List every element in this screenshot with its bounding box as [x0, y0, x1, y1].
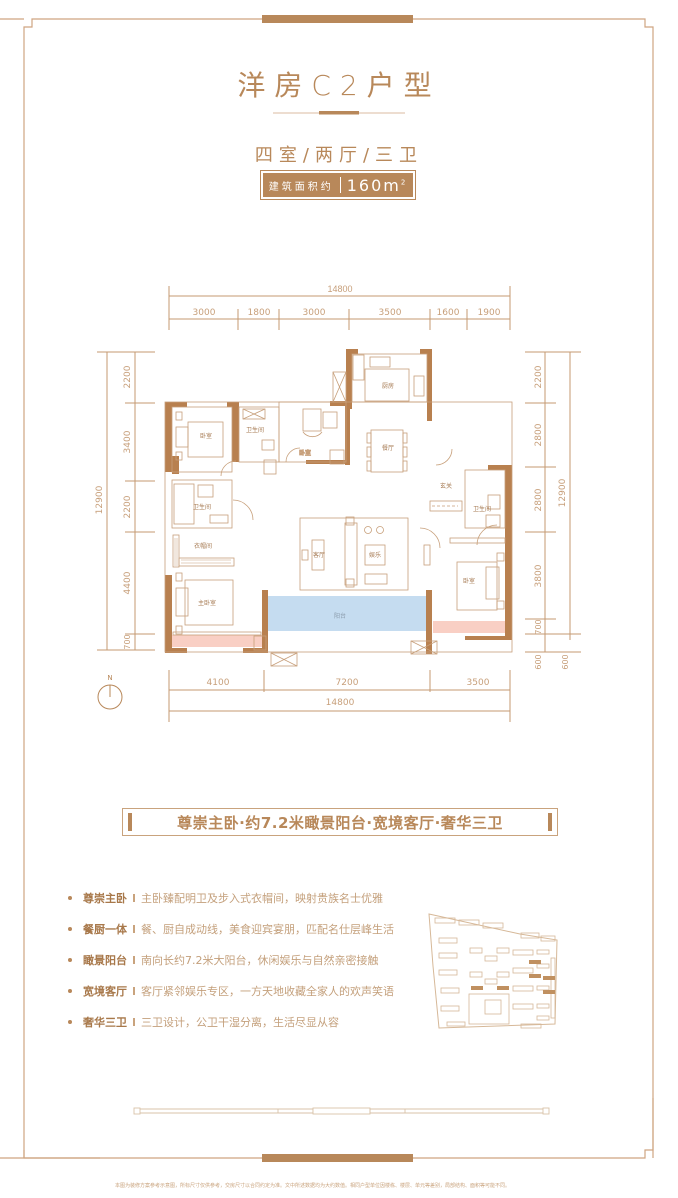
feature-list: 尊崇主卧 主卧臻配明卫及步入式衣帽间，映射贵族名士优雅 餐厨一体 餐、厨自成动线…: [68, 882, 428, 1037]
compass-icon: N: [97, 674, 123, 710]
terrace-east: [433, 621, 508, 633]
feature-desc: 南向长约7.2米大阳台，休闲娱乐与自然亲密接触: [141, 953, 379, 967]
room-label-bedroom-se: 卧室: [463, 577, 475, 585]
right-extra-dim-1: 600: [534, 654, 543, 669]
right-dim-4: 3800: [534, 564, 544, 587]
area-value: 160m2: [347, 176, 408, 195]
top-dim-3: 3000: [303, 308, 326, 318]
left-dim-3: 2200: [123, 495, 133, 518]
right-dim-2: 2800: [534, 423, 544, 446]
right-dim-1: 2200: [534, 365, 544, 388]
feature-item: 尊崇主卧 主卧臻配明卫及步入式衣帽间，映射贵族名士优雅: [68, 882, 428, 913]
balcony-area: [264, 596, 430, 631]
top-dim-5: 1600: [437, 308, 460, 318]
area-label: 建筑面积约: [268, 181, 334, 193]
feature-name: 餐厨一体: [83, 922, 127, 936]
feature-name: 尊崇主卧: [83, 891, 127, 905]
terrace-west: [172, 635, 262, 647]
right-dim-3: 2800: [534, 488, 544, 511]
feature-item: 奢华三卫 三卫设计，公卫干湿分离，生活尽显从容: [68, 1006, 428, 1037]
slogan-banner: 尊崇主卧·约7.2米瞰景阳台·宽境客厅·奢华三卫: [122, 808, 558, 836]
floor-plan: 14800 3000 1800 3000 3500 1600 1900 2200…: [95, 284, 581, 722]
room-label-master-bedroom: 主卧室: [198, 599, 216, 607]
left-dim-1: 2200: [123, 365, 133, 388]
feature-name: 奢华三卫: [83, 1015, 127, 1029]
left-total-dim: 12900: [95, 485, 105, 514]
room-label-kitchen: 厨房: [382, 382, 394, 390]
bottom-dim-2: 7200: [336, 678, 359, 688]
feature-name: 宽境客厅: [83, 984, 127, 998]
room-label-balcony: 阳台: [334, 612, 346, 620]
right-dim-5: 700: [534, 619, 543, 634]
separator: [133, 1017, 135, 1026]
room-label-walkin-closet: 衣帽间: [194, 542, 212, 550]
room-label-bedroom-nw: 卧室: [200, 432, 212, 440]
feature-item: 瞰景阳台 南向长约7.2米大阳台，休闲娱乐与自然亲密接触: [68, 944, 428, 975]
room-label-bathroom-master: 卫生间: [193, 503, 211, 511]
feature-desc: 主卧臻配明卫及步入式衣帽间，映射贵族名士优雅: [141, 891, 383, 905]
separator: [133, 955, 135, 964]
left-dim-4: 4400: [123, 571, 133, 594]
bullet-icon: [68, 895, 72, 900]
bottom-dim-1: 4100: [207, 678, 230, 688]
layout-summary: 四室/两厅/三卫: [254, 145, 424, 166]
room-label-living: 客厅: [313, 551, 325, 559]
feature-desc: 客厅紧邻娱乐专区，一方天地收藏全家人的欢声笑语: [141, 984, 394, 998]
top-dim-2: 1800: [248, 308, 271, 318]
left-dim-2: 3400: [123, 430, 133, 453]
separator: [133, 924, 135, 933]
right-total-dim: 12900: [558, 478, 568, 507]
bullet-icon: [68, 926, 72, 931]
slogan-right-ornament: [548, 813, 552, 831]
feature-desc: 三卫设计，公卫干湿分离，生活尽显从容: [141, 1015, 339, 1029]
top-dim-4: 3500: [379, 308, 402, 318]
site-plan-map: [428, 913, 558, 1029]
compass-label: N: [107, 674, 112, 682]
room-label-bedroom-center: 卧室: [299, 449, 311, 457]
room-label-bathroom-east: 卫生间: [473, 505, 491, 513]
area-unit-sup: 2: [400, 178, 408, 187]
feature-name: 瞰景阳台: [83, 953, 127, 967]
top-dim-1: 3000: [193, 308, 216, 318]
bullet-icon: [68, 1019, 72, 1024]
left-dim-5: 700: [123, 634, 132, 649]
bullet-icon: [68, 988, 72, 993]
feature-desc: 餐、厨自成动线，美食迎宾宴朋，匹配名仕层峰生活: [141, 922, 394, 936]
slogan-left-ornament: [128, 813, 132, 831]
area-number: 160m: [346, 175, 401, 195]
top-total-dim: 14800: [327, 284, 352, 294]
feature-item: 宽境客厅 客厅紧邻娱乐专区，一方天地收藏全家人的欢声笑语: [68, 975, 428, 1006]
feature-item: 餐厨一体 餐、厨自成动线，美食迎宾宴朋，匹配名仕层峰生活: [68, 913, 428, 944]
right-extra-dim-2: 600: [561, 654, 570, 669]
top-dim-6: 1900: [478, 308, 501, 318]
bottom-total-dim: 14800: [326, 698, 355, 708]
page-title: 洋房C2户型: [237, 69, 441, 102]
room-label-entrance: 玄关: [440, 482, 452, 490]
room-label-dining: 餐厅: [382, 444, 394, 452]
bullet-icon: [68, 957, 72, 962]
room-label-entertainment: 娱乐: [369, 551, 381, 559]
disclaimer-text: 本图为装修方案参考示意图，所标尺寸仅供参考，交房尺寸以合同约定为准。文中所述数据…: [115, 1183, 511, 1189]
separator: [133, 986, 135, 995]
area-separator: [339, 177, 341, 193]
bottom-dim-3: 3500: [467, 678, 490, 688]
room-label-bathroom-north: 卫生间: [246, 426, 264, 434]
slogan-text: 尊崇主卧·约7.2米瞰景阳台·宽境客厅·奢华三卫: [177, 813, 503, 832]
area-badge: 建筑面积约 160m2: [260, 170, 416, 200]
separator: [133, 893, 135, 902]
